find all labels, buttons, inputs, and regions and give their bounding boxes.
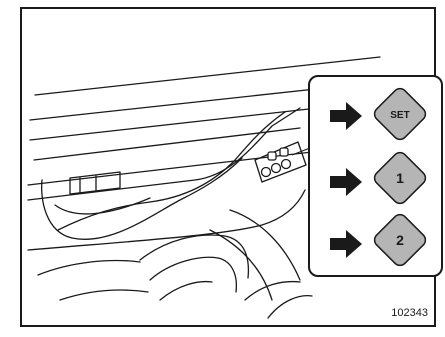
panel-button-dot xyxy=(282,160,291,169)
memory-1-button-label: 1 xyxy=(396,170,404,186)
panel-button-dot xyxy=(280,148,288,156)
panel-button-dot xyxy=(268,152,276,160)
figure-number: 102343 xyxy=(391,307,428,319)
set-button-label: SET xyxy=(390,110,409,121)
panel-button-dot xyxy=(272,164,281,173)
memory-2-button-label: 2 xyxy=(396,232,404,248)
panel-button-dot xyxy=(262,168,271,177)
